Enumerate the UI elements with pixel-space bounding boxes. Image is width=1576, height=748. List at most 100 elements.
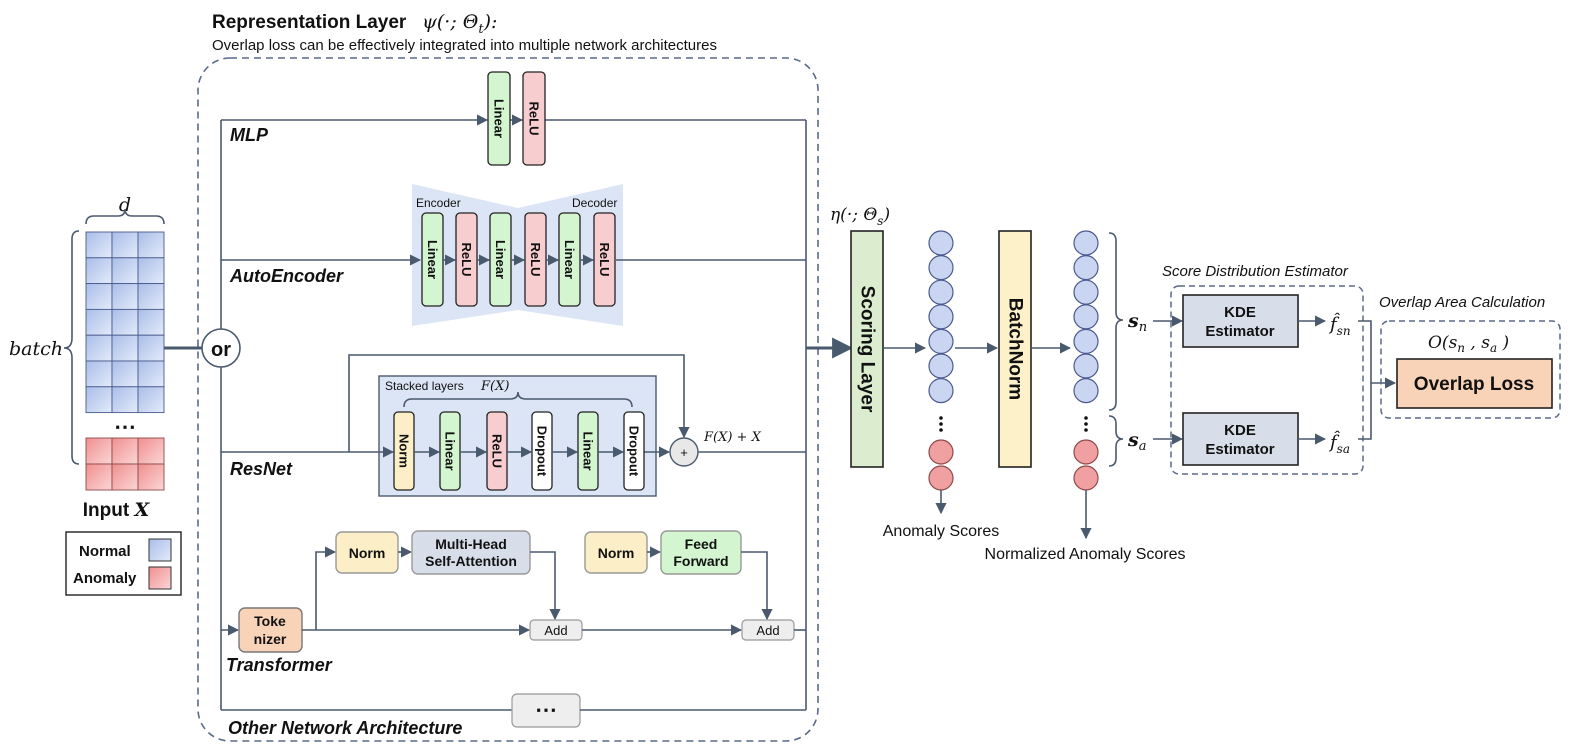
overlap-loss-box xyxy=(1396,358,1553,409)
plus-label: + xyxy=(680,445,688,460)
norm-normal-score xyxy=(1073,378,1099,404)
autoencoder-name: AutoEncoder xyxy=(229,266,344,286)
res-block-5: Linear xyxy=(577,411,599,491)
norm-anomaly-score xyxy=(1073,465,1099,491)
tokenizer-label-1: Toke xyxy=(254,613,286,629)
representation-title: Representation Layer ψ(·; Θt): Overlap l… xyxy=(212,11,717,54)
norm-normal-score xyxy=(1073,328,1099,354)
ff-label-1: Feed xyxy=(685,536,718,552)
raw-anomaly-score xyxy=(928,465,954,491)
normal-cell xyxy=(137,283,165,310)
res-block-1-label: Norm xyxy=(397,434,412,468)
res-block-4: Dropout xyxy=(531,411,553,491)
anomaly-rows xyxy=(85,437,165,491)
kde-title: Score Distribution Estimator xyxy=(1162,263,1349,280)
res-block-4-label: Dropout xyxy=(535,426,550,477)
mlp-block-linear-label: Linear xyxy=(492,99,507,138)
fn-to-loss xyxy=(1358,320,1397,389)
fx-label: F(X) xyxy=(480,379,509,394)
scoring-layer-box xyxy=(850,230,884,468)
ae-block-6-label: ReLU xyxy=(597,243,612,277)
add1-label: Add xyxy=(544,623,567,638)
input-matrix: d batch ⋯ Input X Normal Anomaly xyxy=(9,194,182,596)
norm-normal-score xyxy=(1073,279,1099,305)
ae-block-4-label: ReLU xyxy=(528,243,543,277)
normal-cell xyxy=(111,257,139,285)
ff-to-add2 xyxy=(741,551,773,621)
ae-block-2: ReLU xyxy=(455,212,478,307)
input-dots: ⋯ xyxy=(114,414,136,439)
normal-cell xyxy=(137,308,165,336)
raw-normal-score xyxy=(928,279,954,305)
normal-cell xyxy=(85,257,113,285)
sn-label: sn xyxy=(1127,310,1147,335)
normal-cell xyxy=(85,334,113,362)
anomaly-cell xyxy=(137,463,165,491)
kde2-label-2: Estimator xyxy=(1205,441,1274,458)
normalized-scores-caption: Normalized Anomaly Scores xyxy=(985,546,1186,563)
norm-anomaly-score xyxy=(1073,439,1099,465)
normal-cell xyxy=(111,386,139,414)
batch-label: batch xyxy=(9,338,63,360)
eta-formula: η(·; Θs) xyxy=(830,205,890,228)
mlp-block-linear: Linear xyxy=(487,71,511,166)
res-block-3-label: ReLU xyxy=(490,434,505,468)
res-block-6-label: Dropout xyxy=(627,426,642,477)
mhsa-label-2: Self-Attention xyxy=(425,553,517,569)
norm-dot xyxy=(1084,416,1088,420)
resnet-name: ResNet xyxy=(230,459,293,479)
kde-section: Score Distribution Estimator KDE Estimat… xyxy=(1162,263,1364,475)
normal-cell xyxy=(137,334,165,362)
res-block-1: Norm xyxy=(393,411,415,491)
normal-cell xyxy=(137,231,165,259)
legend-anomaly-label: Anomaly xyxy=(73,570,137,587)
normal-cell xyxy=(111,283,139,310)
overlap-title: Overlap Area Calculation xyxy=(1379,294,1545,311)
kde1-label-2: Estimator xyxy=(1205,323,1274,340)
skip-connection xyxy=(348,354,690,452)
d-brace xyxy=(85,208,165,225)
ae-block-4: ReLU xyxy=(524,212,547,307)
representation-panel xyxy=(197,57,819,742)
normal-cell xyxy=(85,231,113,259)
anomaly-cell xyxy=(111,437,139,465)
tokenizer-label-2: nizer xyxy=(254,631,287,647)
overlap-loss-label: Overlap Loss xyxy=(1414,374,1534,395)
fn-hat: f̂sn xyxy=(1328,312,1351,338)
fx-brace xyxy=(403,391,633,408)
kde2-label-1: KDE xyxy=(1224,422,1256,439)
raw-normal-score xyxy=(928,255,954,281)
decoder-label: Decoder xyxy=(572,196,617,210)
normal-cell xyxy=(111,360,139,388)
fa-hat: f̂sa xyxy=(1328,430,1350,456)
d-label: d xyxy=(119,194,131,216)
kde1-label-1: KDE xyxy=(1224,304,1256,321)
normal-cell xyxy=(85,386,113,414)
raw-normal-score xyxy=(928,353,954,379)
res-block-2: Linear xyxy=(439,411,461,491)
anomaly-cell xyxy=(85,463,113,491)
normal-cell xyxy=(137,386,165,414)
input-caption: Input X xyxy=(83,499,151,521)
transformer-name: Transformer xyxy=(226,655,333,675)
res-block-6: Dropout xyxy=(623,411,645,491)
mlp-block-relu-label: ReLU xyxy=(527,102,542,136)
raw-dot xyxy=(939,416,943,420)
normal-cell xyxy=(111,231,139,259)
overlap-section: Overlap Area Calculation O(sn , sa ) Ove… xyxy=(1379,294,1561,419)
res-block-3: ReLU xyxy=(486,411,508,491)
legend-normal-swatch xyxy=(148,538,172,562)
sa-label: sa xyxy=(1127,429,1146,454)
transformer-branch: Toke nizer Transformer Norm Multi-Head S… xyxy=(221,530,806,675)
kde-dashed-panel xyxy=(1170,285,1364,475)
title-formula: ψ(·; Θt): xyxy=(422,11,497,37)
norm2-label: Norm xyxy=(598,545,635,561)
overlap-dashed-panel xyxy=(1380,320,1561,419)
score-split: sn sa xyxy=(1108,232,1184,467)
normal-rows xyxy=(85,231,165,414)
ae-block-1: Linear xyxy=(421,212,444,307)
raw-normal-score xyxy=(928,328,954,354)
norm-normal-score xyxy=(1073,304,1099,330)
